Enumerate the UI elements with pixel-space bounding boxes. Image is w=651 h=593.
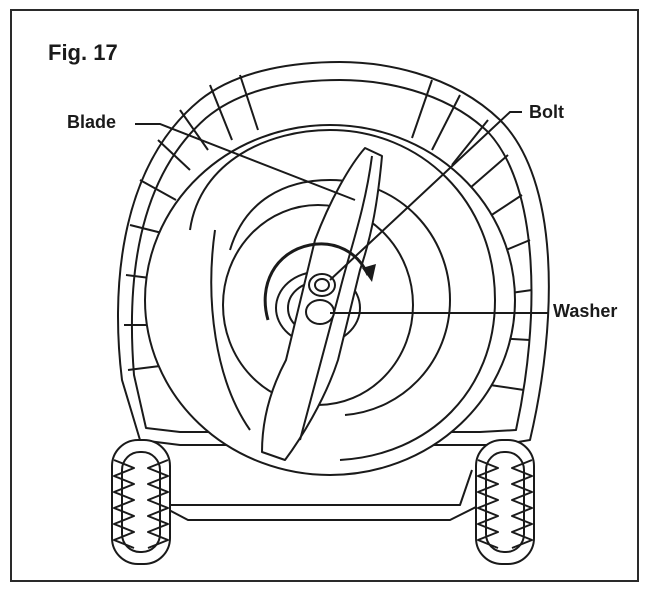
blade-leader-line bbox=[135, 123, 356, 201]
bolt-head bbox=[308, 273, 336, 297]
rotation-arrowhead bbox=[362, 264, 376, 282]
wheel-left bbox=[111, 439, 171, 565]
washer bbox=[305, 299, 335, 325]
bolt-core bbox=[314, 278, 330, 292]
deck-inner-rim bbox=[130, 79, 533, 433]
figure-title: Fig. 17 bbox=[48, 40, 118, 65]
wheel-right bbox=[475, 439, 535, 565]
chamber-swirl-outer bbox=[189, 129, 496, 461]
washer-label: Washer bbox=[553, 301, 618, 321]
blade-label: Blade bbox=[67, 112, 117, 132]
chamber-baffle bbox=[210, 229, 251, 431]
rotation-arrow bbox=[263, 242, 370, 321]
chamber-swirl-mid bbox=[229, 179, 451, 416]
blade-edge-line bbox=[299, 155, 373, 441]
bolt-label: Bolt bbox=[529, 102, 564, 122]
bolt-leader-line bbox=[329, 111, 522, 281]
